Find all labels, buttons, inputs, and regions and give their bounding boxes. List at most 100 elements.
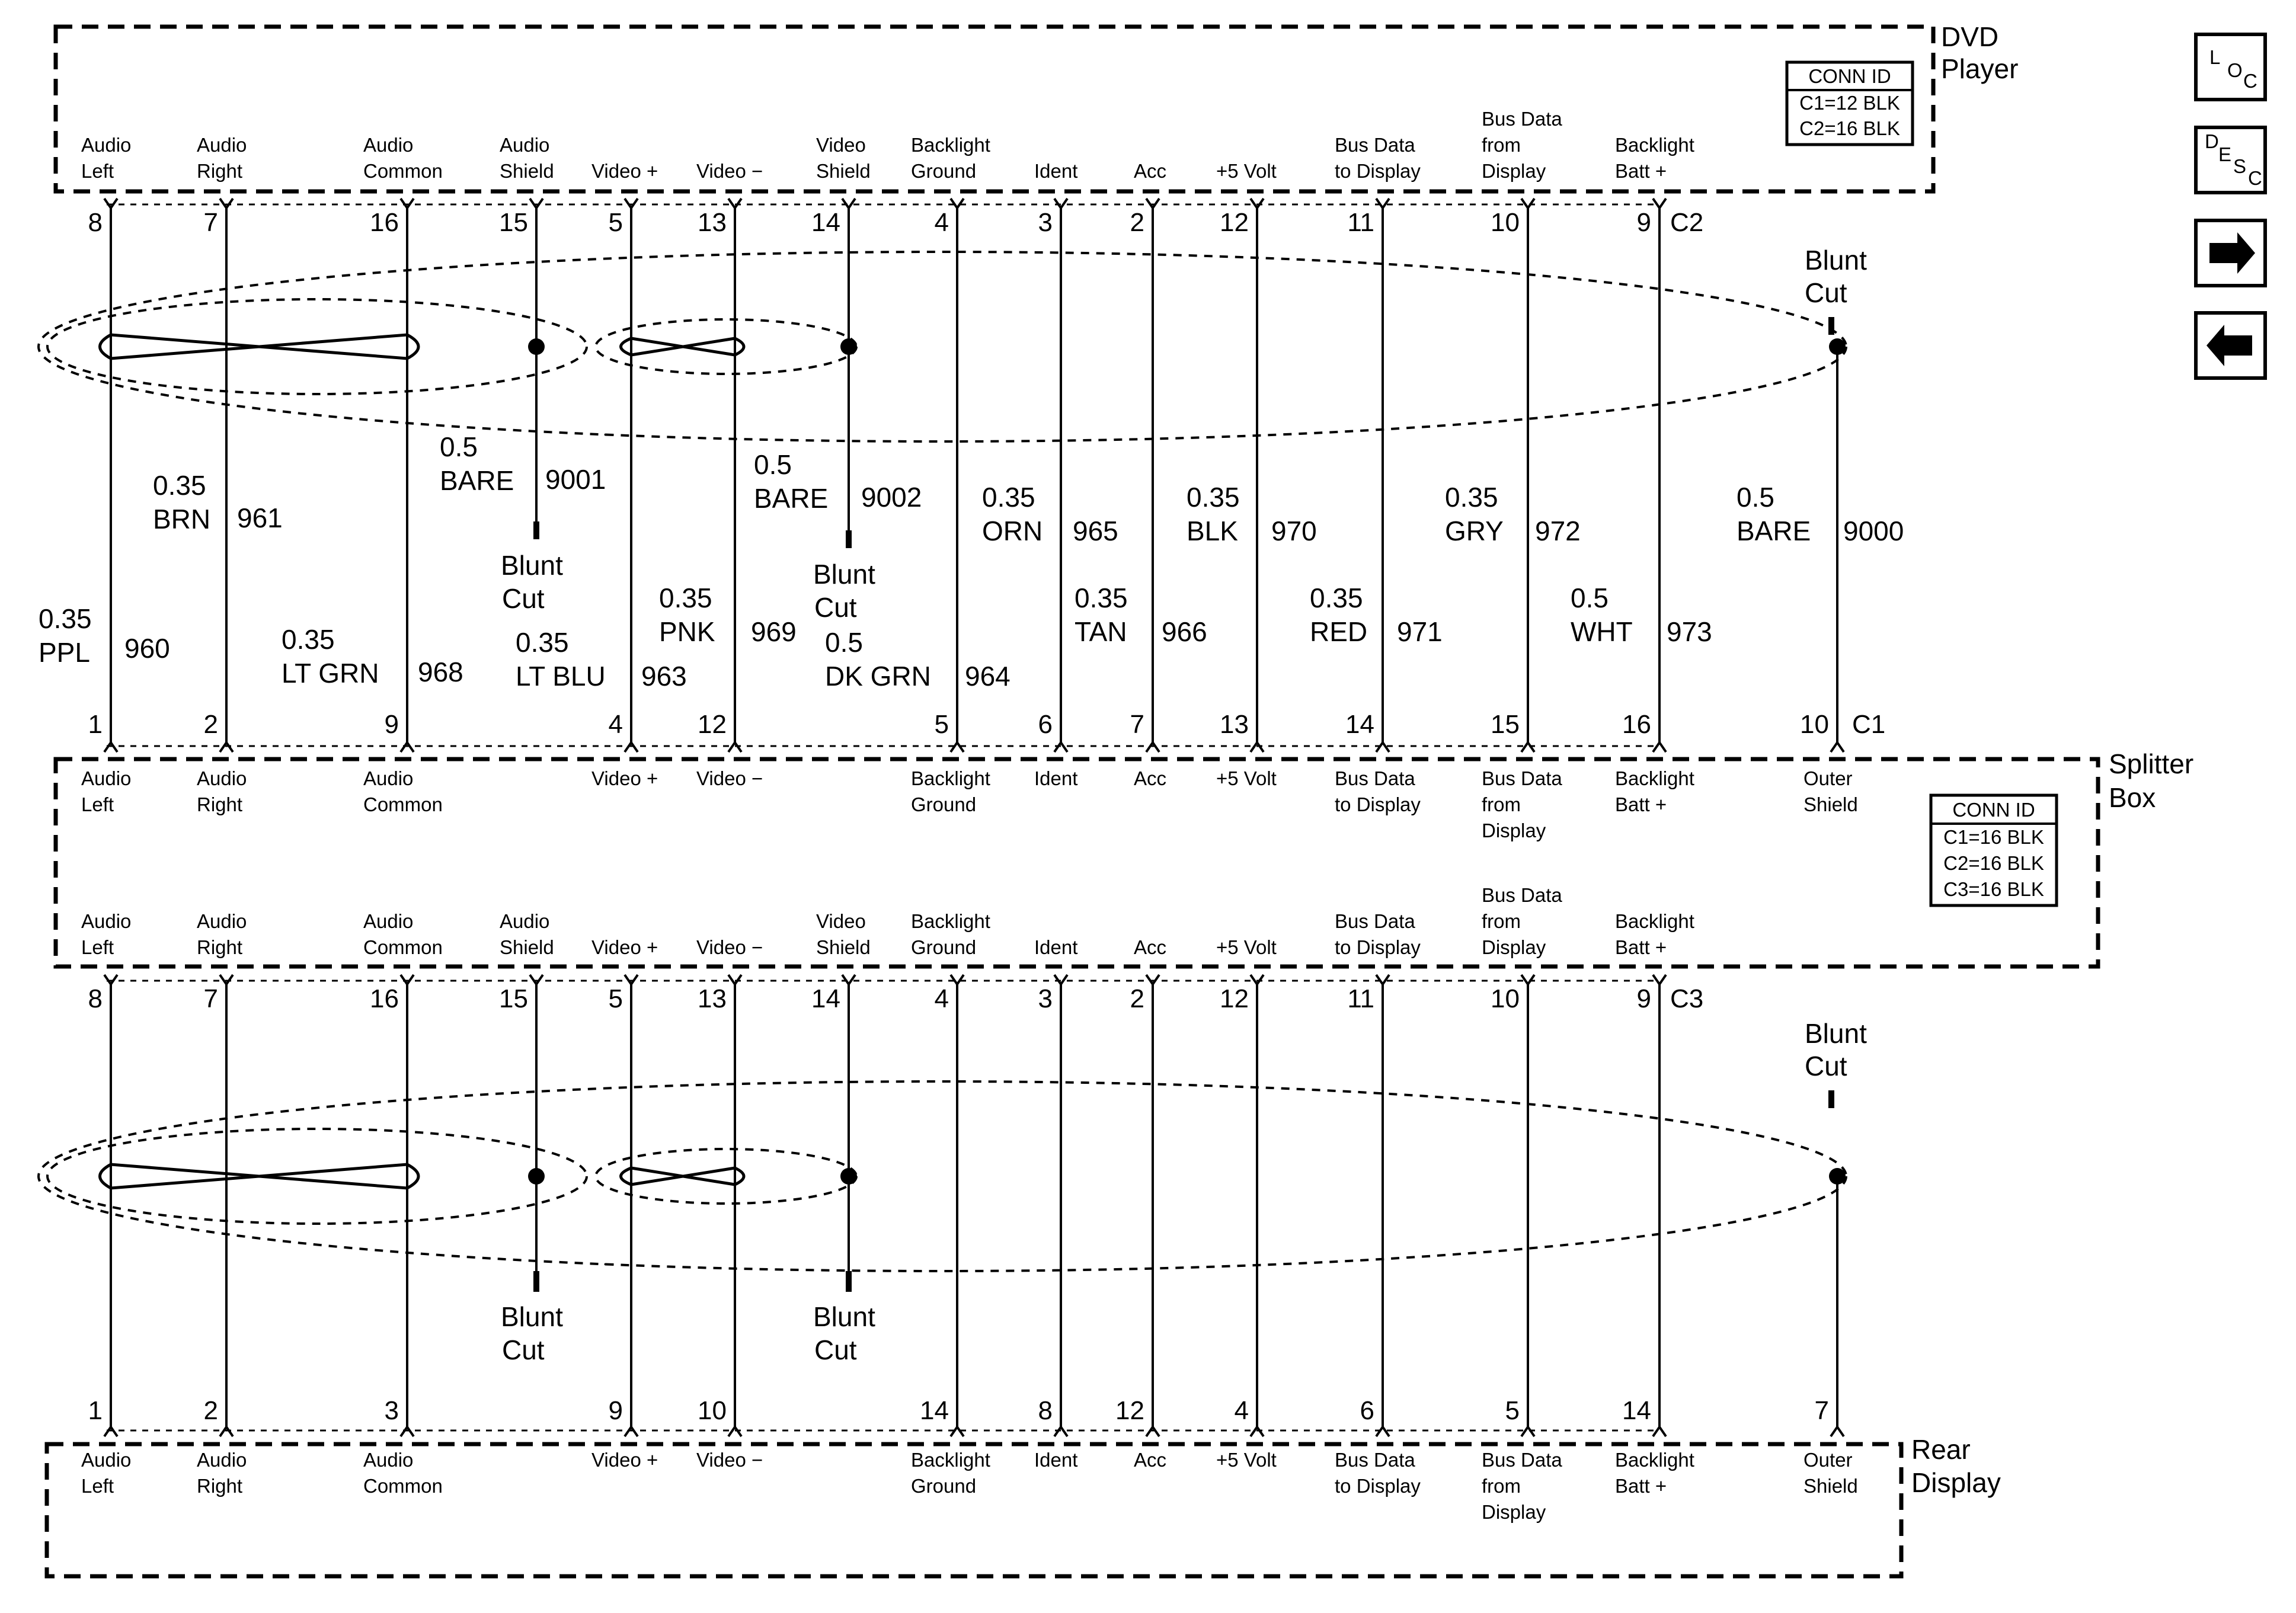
splitter-c3-label-audio-common: Common: [363, 936, 443, 958]
desc-letter: D: [2205, 130, 2219, 152]
wire-size-bus-data-from-display: 0.35: [1445, 482, 1498, 513]
audio-twist-upper: [98, 333, 420, 360]
dvd-label-backlight-batt: Batt +: [1615, 160, 1667, 182]
pin-c2-audio-common: 16: [370, 208, 399, 237]
blunt-cut-label: Blunt: [813, 559, 875, 590]
pin-rear-plus5-volt: 4: [1235, 1396, 1249, 1425]
pin-rear-video-plus: 9: [609, 1396, 623, 1425]
pin-c1-audio-right: 2: [204, 710, 218, 739]
dvd-label-audio-shield: Audio: [500, 134, 549, 156]
audio-twist-lower: [98, 1163, 420, 1190]
pin-c1-audio-common: 9: [385, 710, 399, 739]
wire-color-plus5-volt: BLK: [1187, 516, 1238, 546]
wire-size-video-plus: 0.35: [516, 627, 569, 658]
splitter-c1-label-outer-shield: Outer: [1803, 767, 1853, 789]
blunt-cut-label: Cut: [814, 1334, 857, 1365]
pin-terminal: [623, 974, 639, 987]
loc-letter: C: [2243, 70, 2257, 92]
dvd-label-bus-data-from-display: from: [1482, 134, 1521, 156]
splitter-c1-label-backlight-ground: Backlight: [911, 767, 990, 789]
wire-circuit-bus-data-from-display: 972: [1535, 516, 1581, 546]
pin-c1-outer-shield: 10: [1800, 710, 1829, 739]
next-page-button[interactable]: [2194, 219, 2267, 287]
rear-label-bus-data-from-display: Display: [1482, 1501, 1546, 1523]
splitter-c1-label-audio-common: Common: [363, 793, 443, 815]
pin-c3-bus-data-to-display: 11: [1347, 984, 1374, 1013]
pin-terminal: [949, 1425, 965, 1438]
splitter-c1-label-audio-left: Left: [81, 793, 114, 815]
pin-terminal: [1249, 974, 1265, 987]
pin-terminal: [1053, 974, 1069, 987]
dvd-label-backlight-batt: Backlight: [1615, 134, 1694, 156]
splitter-c3-label-audio-left: Left: [81, 936, 114, 958]
pin-c2-backlight-ground: 4: [935, 208, 949, 237]
wire-size-audio-right: 0.35: [153, 470, 206, 501]
pin-terminal: [399, 740, 415, 753]
pin-terminal: [1652, 974, 1667, 987]
rear-label-audio-common: Common: [363, 1475, 443, 1497]
splitter-conn-id-title: CONN ID: [1952, 799, 2035, 821]
wire-color-backlight-ground: DK GRN: [825, 661, 931, 692]
pin-c1-backlight-batt: 16: [1622, 710, 1651, 739]
dvd-label-audio-shield: Shield: [500, 160, 554, 182]
rear-label-bus-data-from-display: Bus Data: [1482, 1449, 1562, 1471]
pin-c3-video-minus: 13: [698, 984, 727, 1013]
splitter-c3-label-video-plus: Video +: [591, 936, 658, 958]
wire-color-audio-right: BRN: [153, 504, 210, 535]
pin-terminal: [399, 974, 415, 987]
connector-c2-label: C2: [1670, 208, 1703, 237]
pin-terminal: [949, 740, 965, 753]
dvd-label-audio-common: Common: [363, 160, 443, 182]
wire-circuit-video-shield: 9002: [861, 482, 922, 513]
pin-terminal: [949, 974, 965, 987]
pin-terminal: [1375, 197, 1390, 210]
previous-page-button[interactable]: [2194, 311, 2267, 380]
pin-terminal: [1145, 197, 1160, 210]
pin-terminal: [623, 740, 639, 753]
video-shield-lower: [594, 1148, 858, 1205]
wire-size-backlight-ground: 0.5: [825, 627, 863, 658]
splitter-c1-label-backlight-ground: Ground: [911, 793, 976, 815]
dvd-label-plus5-volt: +5 Volt: [1216, 160, 1277, 182]
rear-label-backlight-batt: Backlight: [1615, 1449, 1694, 1471]
wire-color-bus-data-to-display: RED: [1310, 616, 1367, 647]
pin-terminal: [219, 740, 234, 753]
splitter-c1-label-bus-data-to-display: Bus Data: [1335, 767, 1415, 789]
pin-c2-backlight-batt: 9: [1637, 208, 1651, 237]
wire-circuit-ident: 965: [1073, 516, 1118, 546]
splitter-c1-label-video-plus: Video +: [591, 767, 658, 789]
wire-size-bus-data-to-display: 0.35: [1310, 583, 1363, 613]
pin-rear-backlight-batt: 14: [1622, 1396, 1651, 1425]
blunt-cut-label: Cut: [814, 592, 857, 623]
outer-shield-upper: [37, 251, 1847, 443]
arrow-right-icon: [2209, 232, 2255, 274]
audio-shield-splice-lower: [528, 1168, 545, 1185]
pin-terminal: [1830, 1425, 1845, 1438]
dvd-label-audio-left: Audio: [81, 134, 131, 156]
pin-c1-bus-data-from-display: 15: [1491, 710, 1520, 739]
blunt-cut-label: Blunt: [1805, 1018, 1867, 1049]
pin-terminal: [841, 197, 856, 210]
wire-color-video-shield: BARE: [754, 483, 828, 514]
rear-label-audio-right: Audio: [197, 1449, 247, 1471]
splitter-c1-label-plus5-volt: +5 Volt: [1216, 767, 1277, 789]
audio-shield-splice-upper: [528, 338, 545, 355]
wire-circuit-audio-common: 968: [418, 657, 463, 687]
pin-terminal: [103, 974, 119, 987]
dvd-label-video-shield: Shield: [816, 160, 871, 182]
dvd-player-name: Player: [1941, 53, 2018, 84]
outer-shield-splice-lower: [1829, 1168, 1846, 1185]
splitter-c3-label-video-minus: Video −: [696, 936, 763, 958]
splitter-c1-label-bus-data-from-display: Bus Data: [1482, 767, 1562, 789]
pin-c2-bus-data-to-display: 11: [1347, 208, 1374, 237]
pin-c2-ident: 3: [1038, 208, 1053, 237]
splitter-conn-id-box: [1929, 793, 2058, 907]
dvd-label-audio-right: Right: [197, 160, 242, 182]
dvd-label-video-shield: Video: [816, 134, 866, 156]
pin-c3-backlight-batt: 9: [1637, 984, 1651, 1013]
splitter-c1-label-audio-left: Audio: [81, 767, 131, 789]
pin-terminal: [1375, 974, 1390, 987]
